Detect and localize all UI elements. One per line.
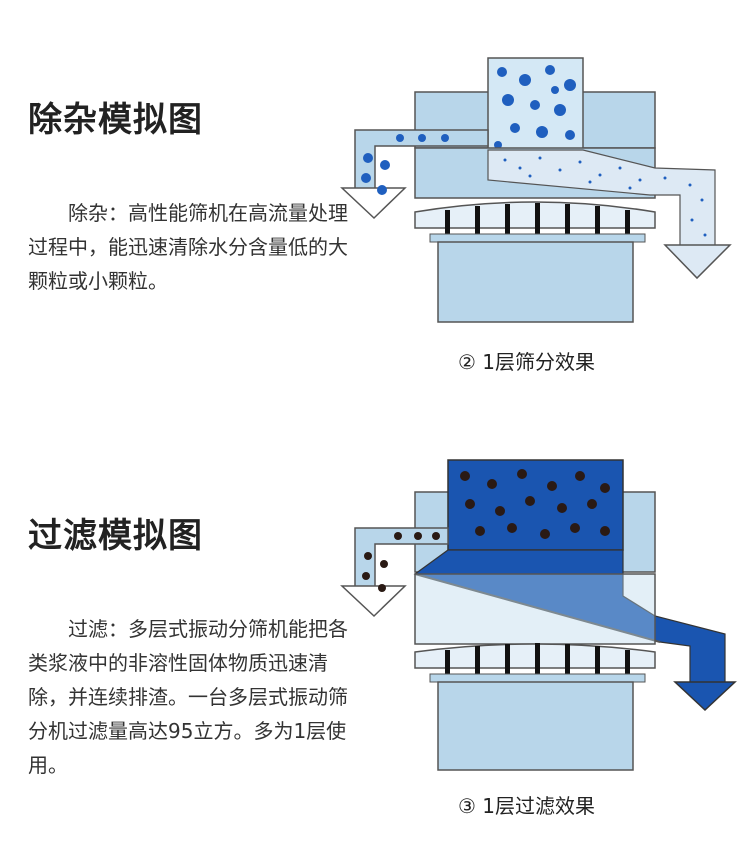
liquid-outlet-arrow xyxy=(673,681,737,712)
middle-chamber xyxy=(414,573,656,645)
fines-outlet-arrow xyxy=(663,244,732,280)
section-1-title: 除杂模拟图 xyxy=(28,100,203,140)
screening-diagram xyxy=(340,57,732,323)
lower-body xyxy=(437,241,634,323)
screen-base xyxy=(429,673,646,683)
screen-bars xyxy=(445,203,630,234)
section-2-caption: ③ 1层过滤效果 xyxy=(458,794,596,818)
lower-body xyxy=(437,681,634,771)
section-1-description: 除杂：高性能筛机在高流量处理过程中，能迅速清除水分含量低的大颗粒或小颗粒。 xyxy=(28,201,348,293)
solid-particles xyxy=(460,469,610,539)
solids-outlet-particles xyxy=(362,532,440,592)
screen-base xyxy=(429,233,646,243)
sloped-screen xyxy=(414,573,661,643)
screen-bars xyxy=(445,643,630,674)
section-2-title: 过滤模拟图 xyxy=(28,516,203,556)
section-1-caption: ② 1层筛分效果 xyxy=(458,350,596,374)
coarse-outlet-particles xyxy=(361,134,449,195)
section-2-description: 过滤：多层式振动分筛机能把各类浆液中的非溶性固体物质迅速清除，并连续排渣。一台多… xyxy=(28,617,348,777)
coarse-particles xyxy=(494,65,576,149)
filtering-diagram xyxy=(340,459,737,771)
fine-particles xyxy=(503,156,707,237)
solids-outlet-arrow xyxy=(340,585,407,618)
coarse-outlet-arrow xyxy=(340,187,407,220)
